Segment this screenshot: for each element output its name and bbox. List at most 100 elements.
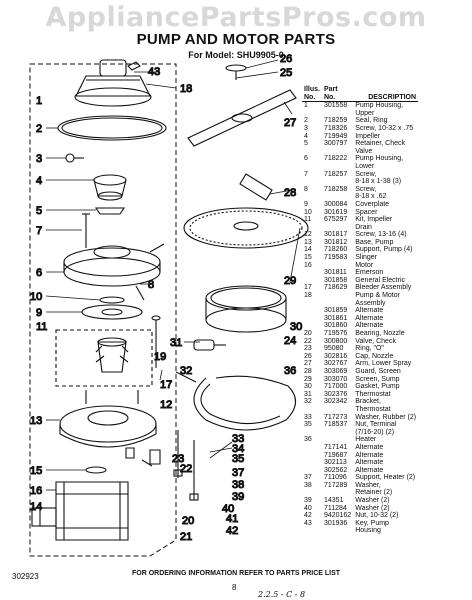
cell-part: 717289 xyxy=(323,481,348,489)
table-row: Thermostat xyxy=(302,406,418,414)
cell-desc: Alternate xyxy=(355,314,384,322)
cell-part xyxy=(322,406,353,414)
cell-illus xyxy=(302,193,322,201)
cell-illus: 43 xyxy=(304,519,312,527)
cell-illus xyxy=(302,467,322,475)
cell-desc: Screw, xyxy=(355,185,377,193)
cell-desc: Gasket, Pump xyxy=(355,383,400,391)
cell-part: 717141 xyxy=(323,443,348,451)
cell-illus: 10 xyxy=(304,208,312,216)
cell-illus: 12 xyxy=(304,231,312,239)
drain-impeller-kit-box xyxy=(55,329,153,387)
callout-7: 7 xyxy=(36,225,42,237)
cell-desc: Upper xyxy=(355,109,375,117)
cell-part xyxy=(322,429,353,437)
cell-illus: 2 xyxy=(304,117,308,125)
cell-illus: 15 xyxy=(304,254,312,262)
cell-illus: 22 xyxy=(304,337,312,345)
cell-part: 718222 xyxy=(323,155,348,163)
check-valve-retainer xyxy=(94,207,126,215)
screen-guard xyxy=(239,173,273,201)
cell-part: 719583 xyxy=(323,254,348,262)
table-row: 15 719583 Slinger xyxy=(302,254,418,262)
callout-37: 37 xyxy=(232,467,244,479)
callout-21: 21 xyxy=(180,531,192,543)
cell-illus: 33 xyxy=(304,413,312,421)
cell-illus: 38 xyxy=(304,481,312,489)
cell-illus xyxy=(302,459,322,467)
cell-part: 675297 xyxy=(323,216,348,224)
cell-desc: Washer, xyxy=(355,481,381,489)
table-row: 8-18 x 1-38 (3) xyxy=(302,178,418,186)
cell-part: 719576 xyxy=(323,330,348,337)
cell-desc: Slinger xyxy=(355,254,378,262)
pump-support xyxy=(125,447,135,459)
cell-part: 301817 xyxy=(323,231,348,239)
table-row: 11 675297 Kit, Impeller xyxy=(302,216,418,224)
cell-illus: 36 xyxy=(304,436,312,444)
cell-part: 301858 xyxy=(323,276,348,284)
motor xyxy=(31,481,129,541)
cell-part: 717000 xyxy=(323,383,348,391)
cell-illus: 9 xyxy=(304,200,308,208)
callout-32: 32 xyxy=(180,365,192,377)
cell-part: 719949 xyxy=(323,132,348,140)
watermark-text: AppliancePartsPros.com xyxy=(45,2,427,33)
spacer xyxy=(99,296,125,304)
cell-illus: 11 xyxy=(304,216,312,224)
handwritten-note: 2.2.5 - C - 8 xyxy=(258,590,306,599)
assembly-boundary xyxy=(29,63,177,557)
document-code: 302923 xyxy=(12,572,39,581)
cell-desc: Arm, Lower Spray xyxy=(355,360,412,368)
callout-39: 39 xyxy=(232,491,244,503)
cell-illus: 6 xyxy=(304,155,308,163)
cell-desc: Screw, xyxy=(355,170,377,178)
cell-desc: Assembly xyxy=(355,299,386,307)
callout-28: 28 xyxy=(284,187,296,199)
cell-part: 301860 xyxy=(323,322,348,330)
cell-desc: Key, Pump xyxy=(355,519,389,527)
cell-desc: Guard, Screen xyxy=(355,367,401,375)
drain-impeller xyxy=(95,337,129,373)
cell-illus: 4 xyxy=(304,132,308,140)
cell-part: 302113 xyxy=(323,459,347,467)
heater xyxy=(193,375,297,431)
cell-illus: 31 xyxy=(304,390,312,398)
cell-part xyxy=(322,262,353,270)
callout-20: 20 xyxy=(182,515,194,527)
cell-desc: Support, Heater (2) xyxy=(355,474,416,482)
cell-desc: Kit, Impeller xyxy=(355,216,393,224)
cell-part: 718326 xyxy=(323,124,348,132)
cell-part: 301619 xyxy=(323,208,348,216)
cell-illus: 18 xyxy=(304,292,312,300)
thermostat xyxy=(193,339,226,351)
callout-17: 17 xyxy=(160,379,172,391)
callout-36: 36 xyxy=(284,365,296,377)
model-subtitle: For Model: SHU9905-0 xyxy=(188,50,284,60)
cell-desc: Emerson xyxy=(355,269,384,277)
cell-illus xyxy=(302,489,322,497)
cell-illus xyxy=(302,452,322,460)
cell-part: 300797 xyxy=(323,140,348,148)
cell-illus: 13 xyxy=(304,238,312,246)
cell-part: 300800 xyxy=(323,337,348,345)
cell-part: 711284 xyxy=(323,504,347,512)
callout-23: 23 xyxy=(172,453,184,465)
cell-illus: 26 xyxy=(304,352,312,360)
